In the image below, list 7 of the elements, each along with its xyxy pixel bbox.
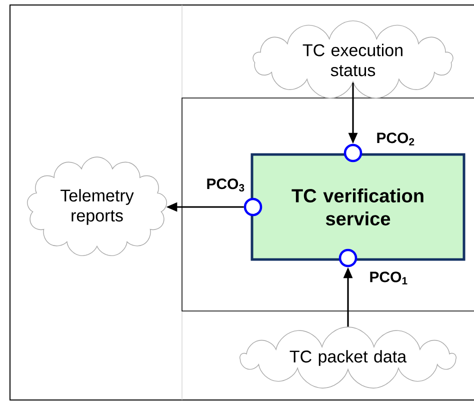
port-circle <box>338 248 358 268</box>
port-circle <box>344 144 362 162</box>
port-label: PCO$_{1}$ <box>370 272 408 284</box>
process-box: TC verification service <box>250 153 466 261</box>
port-label: PCO$_{3}$ <box>207 178 244 192</box>
port-label: PCO$_{2}$ <box>377 132 414 146</box>
port-circle <box>244 198 262 216</box>
